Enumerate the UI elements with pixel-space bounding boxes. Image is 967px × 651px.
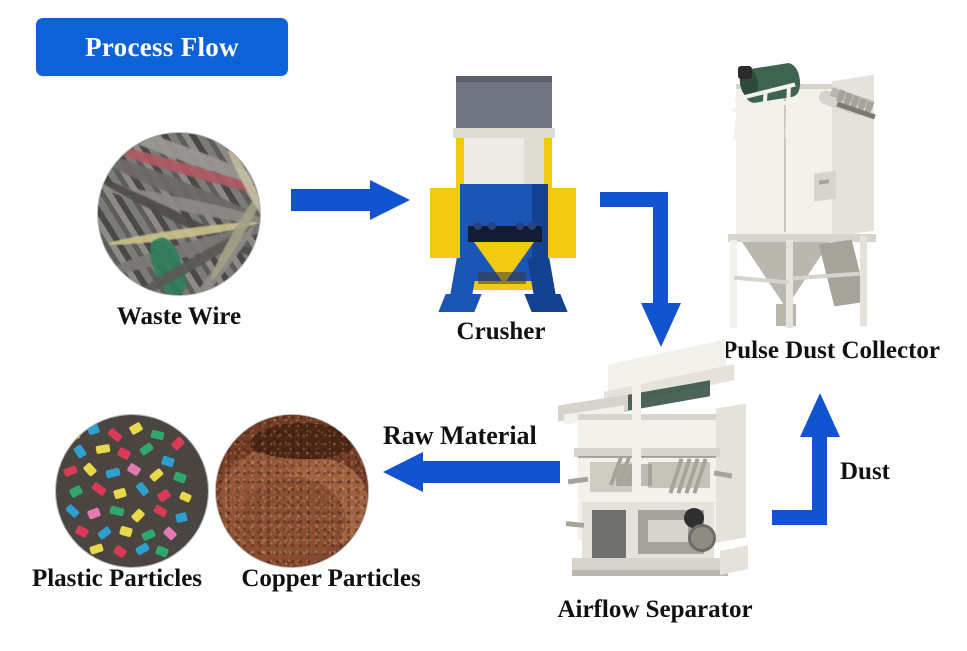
- page-title: Process Flow: [85, 31, 239, 62]
- waste-wire-image: [98, 133, 260, 295]
- pulse-dust-collector-machine: [718, 60, 884, 332]
- plastic-particles-texture: [56, 415, 208, 567]
- plastic-particles-label: Plastic Particles: [31, 565, 203, 592]
- copper-particles-texture: [216, 415, 368, 567]
- crusher-label: Crusher: [456, 318, 546, 345]
- waste-wire-label: Waste Wire: [116, 303, 242, 330]
- dust-arrow-label: Dust: [840, 458, 891, 485]
- raw-material-arrow-label: Raw Material: [383, 421, 537, 450]
- copper-particles-image: [216, 415, 368, 567]
- pulse-dust-collector-label: Pulse Dust Collector: [721, 337, 941, 364]
- plastic-particles-image: [56, 415, 208, 567]
- process-flow-title-badge: Process Flow: [36, 18, 288, 76]
- crusher-machine: [428, 76, 576, 316]
- airflow-separator-label: Airflow Separator: [557, 596, 753, 623]
- copper-particles-label: Copper Particles: [241, 565, 421, 592]
- waste-wire-texture: [98, 133, 260, 295]
- airflow-separator-machine: [556, 339, 756, 590]
